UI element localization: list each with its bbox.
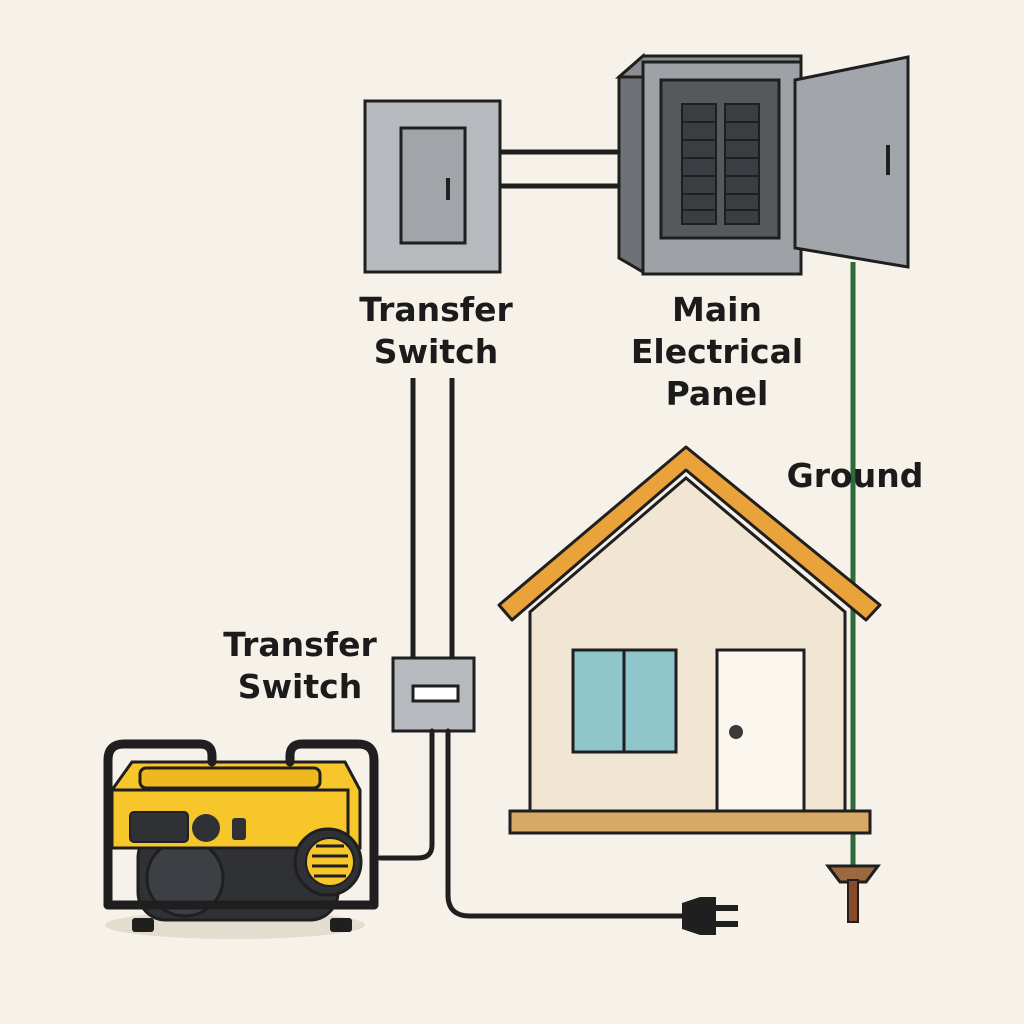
plug-icon <box>682 897 738 935</box>
label-line: Electrical <box>630 332 804 371</box>
foundation <box>508 809 872 835</box>
ground-label: Ground <box>786 456 924 495</box>
ground-rod-icon <box>825 864 881 923</box>
panel-door <box>793 55 910 269</box>
transfer-switch-icon <box>363 99 502 274</box>
breaker-rows <box>681 103 760 225</box>
label-line: Transfer <box>223 625 377 664</box>
switch-to-panel-wires <box>500 149 630 189</box>
main-panel-label: Main Electrical Panel <box>612 289 822 415</box>
label-line: Transfer <box>359 290 513 329</box>
breaker-panel-icon <box>615 52 910 276</box>
lower-transfer-switch-icon <box>391 656 476 733</box>
label-line: Main <box>672 290 762 329</box>
label-line: Panel <box>665 374 769 413</box>
label-line: Switch <box>237 667 363 706</box>
vertical-feed-wires <box>410 378 455 658</box>
transfer-switch-label-top: Transfer Switch <box>346 289 526 373</box>
generator-frame <box>103 739 379 910</box>
roof <box>497 445 882 622</box>
house-icon <box>497 445 882 835</box>
label-line: Switch <box>373 332 499 371</box>
generator-cable <box>377 728 688 919</box>
transfer-switch-label-bottom: Transfer Switch <box>210 624 390 708</box>
generator-icon <box>103 739 379 939</box>
